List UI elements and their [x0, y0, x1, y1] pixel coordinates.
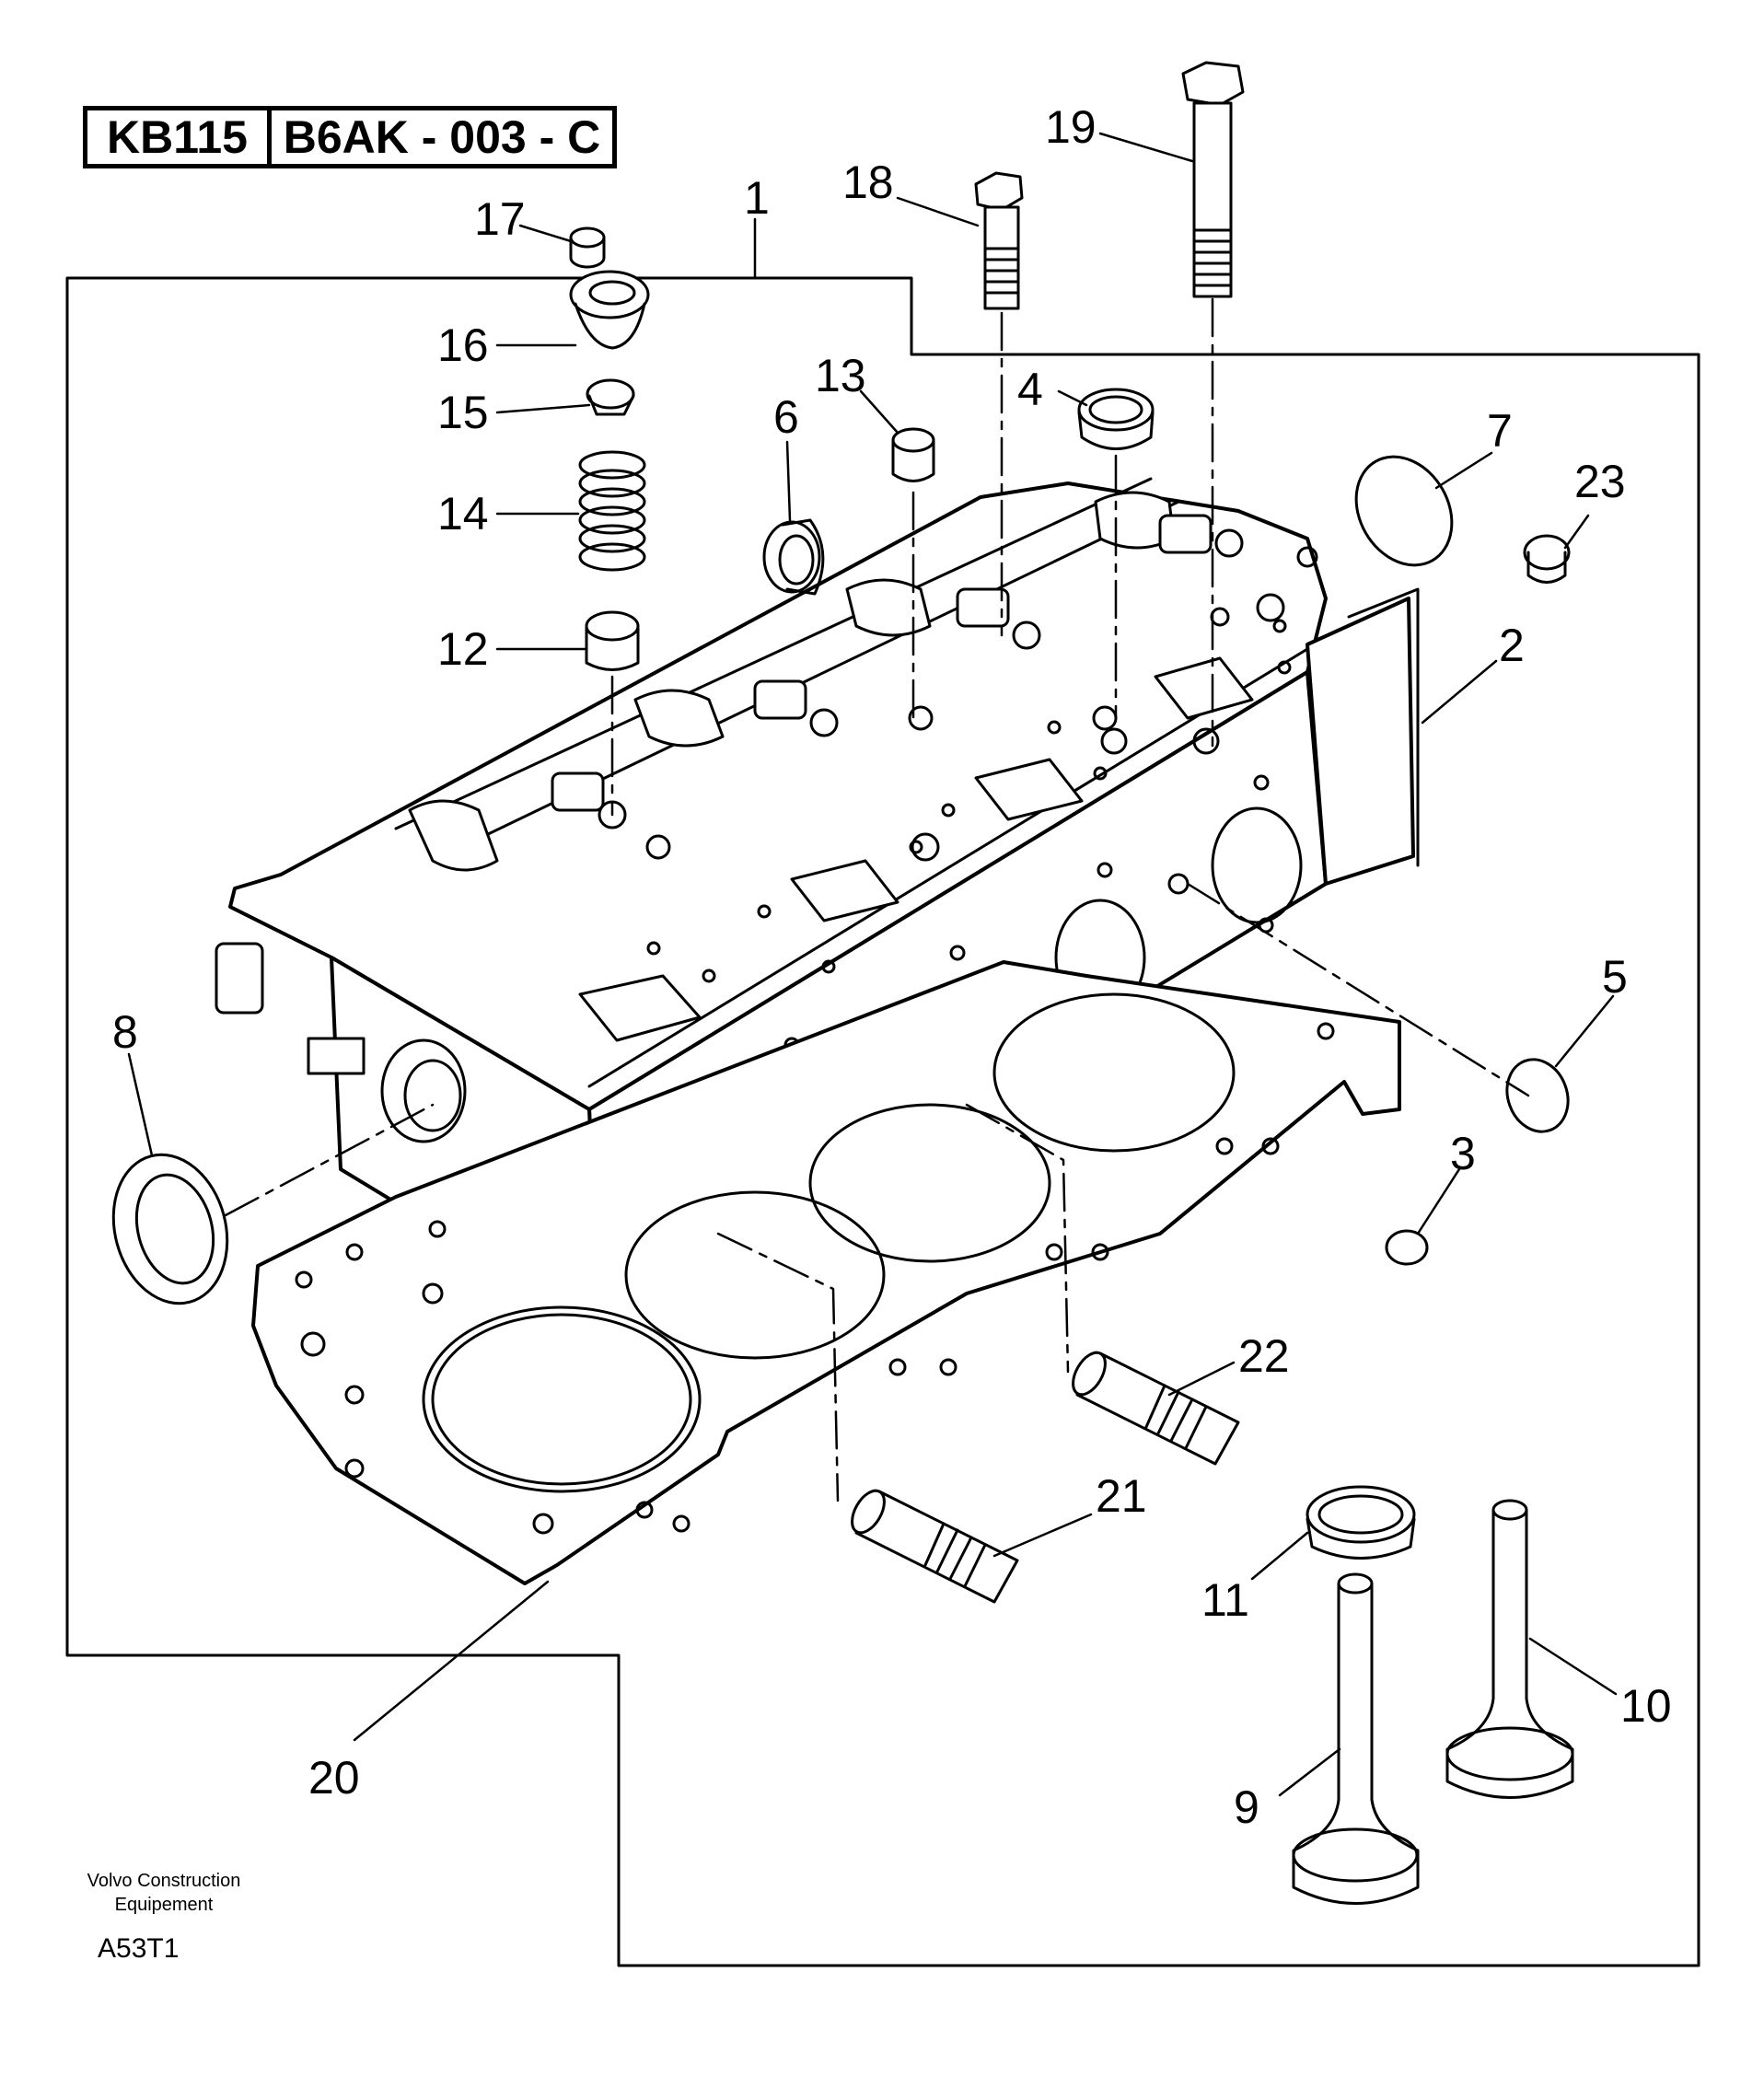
callout-1: 1: [744, 172, 770, 224]
alignment-lines: [224, 297, 1530, 1502]
callout-13: 13: [815, 350, 866, 401]
part-8-seal-ring: [111, 1153, 229, 1305]
callout-12: 12: [437, 623, 489, 675]
callout-4: 4: [1017, 364, 1043, 415]
part-18-bolt: [974, 171, 1024, 310]
callout-18: 18: [842, 157, 894, 208]
callout-21: 21: [1096, 1470, 1147, 1522]
assembly-boundary: [65, 276, 1700, 1967]
part-17-valve-cap: [569, 226, 606, 269]
callout-17: 17: [474, 193, 526, 245]
part-4-sleeve: [1077, 388, 1155, 450]
callout-7: 7: [1487, 405, 1513, 457]
footer-company: Volvo Construction Equipement: [72, 1869, 256, 1917]
part-22-stud: [1072, 1351, 1240, 1466]
callout-19: 19: [1045, 101, 1097, 153]
callout-2: 2: [1499, 620, 1525, 671]
part-11-valve-seat-ring: [1306, 1485, 1416, 1560]
header-reference: B6AK - 003 - C: [283, 111, 601, 163]
callout-15: 15: [437, 387, 489, 438]
callout-3: 3: [1450, 1128, 1476, 1179]
callout-16: 16: [437, 319, 489, 371]
part-9-valve: [1292, 1572, 1420, 1905]
part-23-plug: [1523, 534, 1571, 584]
part-14-valve-spring: [578, 450, 646, 572]
callout-6: 6: [773, 391, 799, 443]
callout-10: 10: [1620, 1680, 1672, 1732]
header-code: KB115: [87, 110, 272, 164]
callout-23: 23: [1574, 456, 1626, 507]
footer-company-line1: Volvo Construction: [87, 1871, 241, 1891]
footer-company-line2: Equipement: [114, 1895, 214, 1915]
callout-22: 22: [1238, 1330, 1290, 1382]
callout-20: 20: [308, 1752, 360, 1804]
head-gasket: [251, 960, 1401, 1585]
part-6-seal-ring: [762, 518, 825, 596]
callout-8: 8: [112, 1006, 138, 1058]
part-10-valve: [1445, 1499, 1574, 1799]
callout-11: 11: [1201, 1574, 1249, 1626]
part-15-collet: [586, 378, 635, 416]
part-13-injector-sleeve: [891, 427, 935, 482]
callout-5: 5: [1602, 951, 1628, 1003]
part-12-valve-stem-seal: [585, 610, 640, 671]
header-box: KB115 B6AK - 003 - C: [83, 106, 617, 168]
part-3-plug: [1385, 1229, 1429, 1266]
part-21-stud: [851, 1489, 1019, 1604]
callout-9: 9: [1234, 1781, 1259, 1833]
leader-lines: [127, 132, 1618, 1797]
callout-14: 14: [437, 488, 489, 539]
part-7-core-plug: [1354, 455, 1454, 567]
part-16-spring-retainer: [569, 270, 650, 350]
part-19-bolt: [1181, 61, 1245, 298]
footer-figure-code: A53T1: [98, 1933, 180, 1964]
part-5-plug: [1505, 1058, 1570, 1133]
